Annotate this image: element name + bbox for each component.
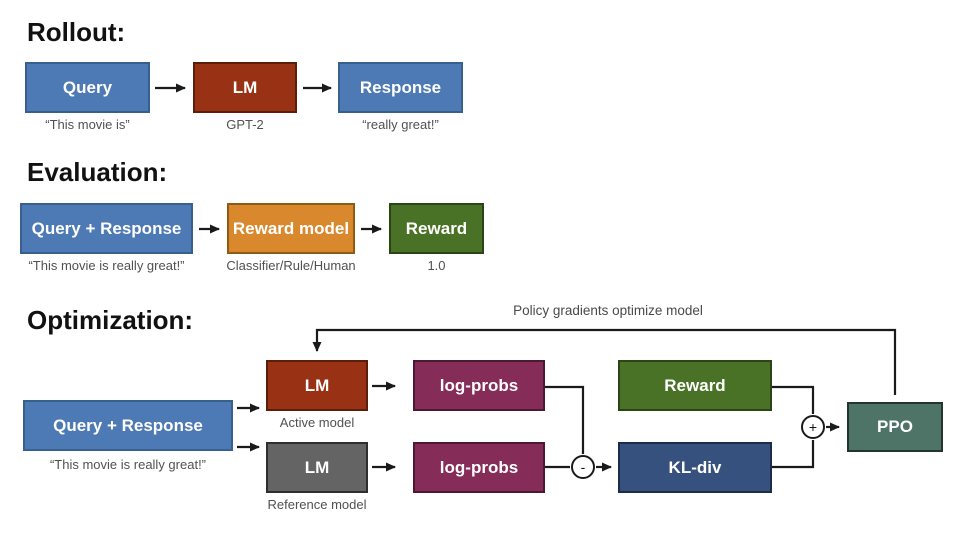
- active-lm-box: LM: [266, 360, 368, 411]
- evaluation-reward-caption: 1.0: [427, 258, 446, 273]
- optimization-query-response-caption: “This movie is really great!”: [49, 457, 207, 472]
- kl-div-box: KL-div: [618, 442, 772, 493]
- optimization-reward-box: Reward: [618, 360, 772, 411]
- rollout-heading: Rollout:: [27, 17, 126, 47]
- evaluation-reward-model-box: Reward model: [227, 203, 355, 254]
- reference-lm-caption: Reference model: [267, 497, 367, 512]
- rollout-lm-caption: GPT-2: [226, 117, 264, 132]
- evaluation-reward-box: Reward: [389, 203, 484, 254]
- rollout-response-caption: “really great!”: [362, 117, 439, 132]
- wire-reward-to-plus: [772, 385, 815, 414]
- plus-junction: +: [801, 415, 825, 439]
- rollout-query-box: Query: [25, 62, 150, 113]
- evaluation-query-response-caption: “This movie is really great!”: [28, 258, 185, 273]
- rollout-response-box: Response: [338, 62, 463, 113]
- logprobs-active-box: log-probs: [413, 360, 545, 411]
- optimization-heading: Optimization:: [27, 305, 194, 335]
- minus-junction: -: [571, 455, 595, 479]
- ppo-box: PPO: [847, 402, 943, 452]
- policy-gradients-label: Policy gradients optimize model: [513, 303, 703, 318]
- active-lm-caption: Active model: [279, 415, 355, 430]
- wire-kldiv-to-plus: [772, 440, 815, 469]
- rollout-lm-box: LM: [193, 62, 297, 113]
- rollout-query-caption: “This movie is”: [45, 117, 130, 132]
- evaluation-query-response-box: Query + Response: [20, 203, 193, 254]
- wire-ppo-feedback-to-active-lm: [312, 328, 897, 395]
- evaluation-reward-model-caption: Classifier/Rule/Human: [226, 258, 356, 273]
- optimization-query-response-box: Query + Response: [23, 400, 233, 451]
- reference-lm-box: LM: [266, 442, 368, 493]
- wire-logprobs-top-to-minus: [545, 385, 585, 454]
- evaluation-heading: Evaluation:: [27, 157, 168, 187]
- logprobs-reference-box: log-probs: [413, 442, 545, 493]
